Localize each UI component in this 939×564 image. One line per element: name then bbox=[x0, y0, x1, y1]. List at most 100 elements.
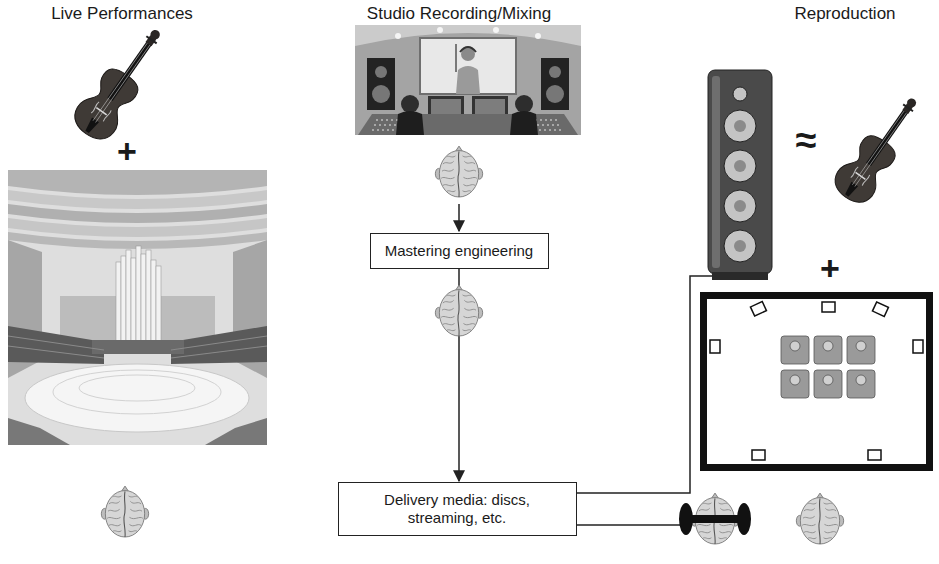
concert-hall bbox=[8, 418, 70, 445]
concert-hall bbox=[8, 326, 104, 364]
studio-scene bbox=[493, 27, 499, 33]
process-box: Delivery media: discs, streaming, etc. bbox=[338, 482, 577, 536]
studio-scene bbox=[515, 95, 533, 113]
listening-room bbox=[868, 450, 881, 460]
concert-hall bbox=[92, 340, 184, 354]
concert-hall bbox=[8, 190, 267, 209]
studio-scene bbox=[396, 111, 424, 135]
listening-room bbox=[710, 340, 720, 353]
listener-icons bbox=[847, 370, 875, 398]
studio-scene bbox=[401, 95, 419, 113]
concert-hall bbox=[8, 170, 267, 445]
listening-room bbox=[704, 296, 930, 468]
listening-room bbox=[822, 302, 835, 312]
studio-scene bbox=[358, 114, 578, 135]
loudspeaker bbox=[734, 160, 746, 172]
listening-room bbox=[872, 302, 888, 317]
studio-scene bbox=[420, 38, 516, 94]
listener-icons bbox=[823, 375, 833, 385]
concert-hall bbox=[146, 250, 151, 342]
studio-scene bbox=[460, 47, 476, 52]
studio-scene bbox=[375, 66, 387, 78]
listening-room bbox=[752, 450, 765, 460]
signal-wire bbox=[577, 276, 712, 493]
box-text: Delivery media: discs, streaming, etc. bbox=[361, 491, 554, 527]
listener-icons bbox=[790, 341, 800, 351]
listening-room bbox=[750, 302, 766, 317]
loudspeaker bbox=[708, 70, 772, 280]
concert-hall bbox=[121, 256, 126, 342]
violin-right bbox=[828, 87, 931, 209]
column-heading: Studio Recording/Mixing bbox=[367, 4, 551, 24]
listener-icons bbox=[781, 336, 875, 398]
headphones bbox=[737, 503, 751, 535]
concert-hall bbox=[171, 326, 267, 364]
concert-hall bbox=[126, 250, 131, 342]
headphones bbox=[679, 503, 751, 535]
flow-arrow bbox=[458, 204, 460, 231]
loudspeaker bbox=[708, 70, 772, 274]
approx-sign: ≈ bbox=[796, 119, 817, 162]
studio-scene bbox=[546, 85, 564, 103]
listener-icons bbox=[847, 336, 875, 364]
studio-scene bbox=[355, 25, 581, 135]
studio-scene bbox=[395, 33, 401, 39]
studio-scene bbox=[461, 47, 475, 61]
listening-room bbox=[913, 340, 923, 353]
concert-hall bbox=[136, 246, 141, 342]
concert-hall bbox=[8, 218, 267, 237]
concert-hall bbox=[116, 262, 121, 342]
studio-scene bbox=[541, 58, 569, 110]
concert-hall bbox=[8, 204, 267, 223]
column-heading: Live Performances bbox=[51, 4, 193, 24]
violin-right bbox=[828, 87, 931, 209]
studio-scene bbox=[456, 66, 480, 94]
studio-scene bbox=[372, 85, 390, 103]
concert-hall bbox=[131, 258, 136, 342]
studio-scene bbox=[437, 27, 443, 33]
column-heading: Reproduction bbox=[794, 4, 895, 24]
concert-hall bbox=[151, 260, 156, 342]
concert-hall bbox=[8, 336, 267, 358]
violin-left bbox=[68, 18, 176, 146]
listener-icons bbox=[790, 375, 800, 385]
brain-icon bbox=[435, 146, 482, 197]
concert-hall bbox=[8, 170, 267, 195]
studio-scene bbox=[535, 33, 541, 39]
brain-icon bbox=[435, 285, 482, 336]
signal-wire bbox=[577, 524, 680, 526]
violin-left bbox=[68, 18, 176, 146]
studio-scene bbox=[367, 58, 395, 110]
concert-hall bbox=[156, 266, 161, 342]
listener-icons bbox=[814, 370, 842, 398]
loudspeaker bbox=[712, 272, 768, 280]
loudspeaker bbox=[724, 150, 756, 182]
loudspeaker bbox=[733, 87, 747, 101]
listener-icons bbox=[856, 341, 866, 351]
plus-sign: + bbox=[820, 249, 840, 288]
headphones bbox=[679, 503, 693, 535]
brain-icon bbox=[796, 493, 843, 544]
concert-hall bbox=[79, 375, 195, 401]
process-box: Mastering engineering bbox=[370, 233, 549, 269]
listener-icons bbox=[781, 370, 809, 398]
studio-scene bbox=[510, 111, 538, 135]
listener-icons bbox=[856, 375, 866, 385]
plus-sign: + bbox=[117, 132, 137, 171]
loudspeaker bbox=[734, 200, 746, 212]
concert-hall bbox=[8, 170, 267, 445]
loudspeaker bbox=[734, 120, 746, 132]
box-text: Mastering engineering bbox=[385, 242, 533, 260]
loudspeaker bbox=[734, 240, 746, 252]
concert-hall bbox=[53, 370, 221, 414]
concert-hall bbox=[205, 418, 267, 445]
loudspeaker bbox=[724, 230, 756, 262]
listener-icons bbox=[814, 336, 842, 364]
studio-scene bbox=[355, 25, 581, 135]
listener-icons bbox=[823, 341, 833, 351]
loudspeaker bbox=[712, 76, 720, 268]
listening-room bbox=[704, 296, 930, 468]
brain-icon bbox=[101, 486, 148, 537]
